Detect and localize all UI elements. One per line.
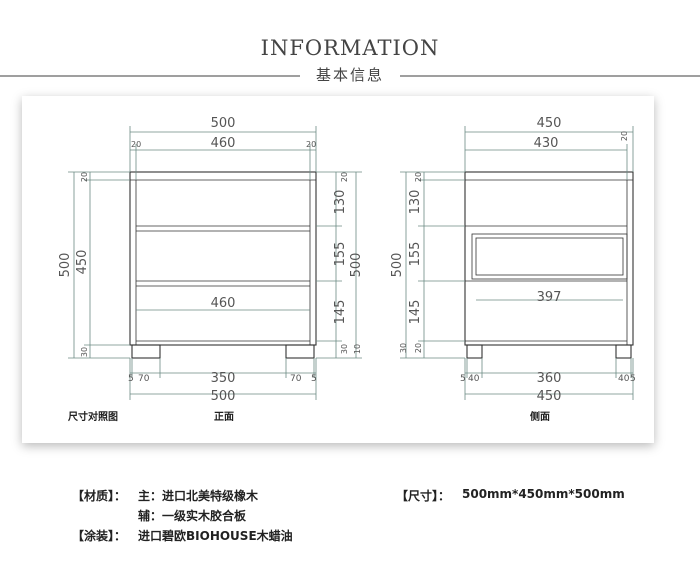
- side-left-section-1: 130: [408, 190, 423, 215]
- front-drawer-width: 460: [211, 296, 236, 311]
- side-bottom-40-left: 40: [468, 374, 480, 384]
- material-main: 主：进口北美特级橡木: [138, 489, 259, 503]
- size-label: 【尺寸】：: [396, 489, 451, 503]
- front-left-body-height: 450: [75, 250, 90, 275]
- front-top-width: 500: [211, 116, 236, 131]
- side-bottom-left: 5: [460, 374, 466, 384]
- front-right-section-3: 145: [333, 300, 348, 325]
- front-bottom-left: 5: [128, 374, 134, 384]
- side-view-label: 侧面: [530, 410, 550, 423]
- side-bottom-right: 5: [630, 374, 636, 384]
- side-left-section-3: 145: [408, 300, 423, 325]
- material-aux: 辅：一级实木胶合板: [138, 509, 247, 523]
- side-bottom-total: 450: [537, 389, 562, 404]
- page-title: INFORMATION: [260, 36, 440, 60]
- front-view-drawing: [68, 126, 362, 400]
- side-inner-width: 430: [534, 136, 559, 151]
- page-subtitle: 基本信息: [315, 66, 384, 84]
- front-right-small-3: 10: [353, 344, 362, 354]
- front-right-small-2: 30: [340, 344, 349, 354]
- side-top-width: 450: [537, 116, 562, 131]
- coating-label: 【涂装】：: [72, 529, 127, 543]
- front-right-section-1: 130: [333, 190, 348, 215]
- side-left-section-2: 155: [408, 242, 423, 267]
- side-bottom-middle: 360: [537, 371, 562, 386]
- size-value: 500mm*450mm*500mm: [462, 487, 625, 501]
- front-inner-width: 460: [211, 136, 236, 151]
- front-side-right: 20: [306, 140, 316, 149]
- front-left-total-height: 500: [58, 253, 73, 278]
- front-view-label: 正面: [214, 411, 234, 423]
- dimension-drawing-panel: 500 460 20 20 460 500 450 20 30 130 155 …: [22, 96, 654, 443]
- front-bottom-middle: 350: [211, 371, 236, 386]
- front-bottom-right: 5: [311, 374, 317, 384]
- side-left-small-2: 20: [414, 343, 423, 353]
- side-left-total-height: 500: [390, 253, 405, 278]
- side-view-drawing: [400, 126, 634, 400]
- front-bottom-70-left: 70: [138, 374, 150, 384]
- front-bottom-70-right: 70: [290, 374, 302, 384]
- side-drawer-width: 397: [537, 290, 562, 305]
- front-right-section-2: 155: [333, 242, 348, 267]
- material-label: 【材质】：: [72, 489, 127, 503]
- front-side-left: 20: [131, 140, 141, 149]
- front-bottom-total: 500: [211, 389, 236, 404]
- panel-caption: 尺寸对照图: [68, 410, 118, 423]
- front-right-small-1: 20: [340, 172, 349, 182]
- side-left-small-1: 30: [399, 343, 408, 353]
- side-side-right: 20: [620, 131, 629, 141]
- dimension-drawing: 500 460 20 20 460 500 450 20 30 130 155 …: [58, 116, 636, 423]
- coating-value: 进口碧欧BIOHOUSE木蜡油: [138, 529, 293, 543]
- side-bottom-40-right: 40: [618, 374, 630, 384]
- front-left-bottom: 30: [80, 347, 89, 357]
- side-left-top: 20: [414, 172, 423, 182]
- header-divider: [0, 75, 700, 77]
- front-left-top: 20: [80, 172, 89, 182]
- front-right-total: 500: [349, 253, 364, 278]
